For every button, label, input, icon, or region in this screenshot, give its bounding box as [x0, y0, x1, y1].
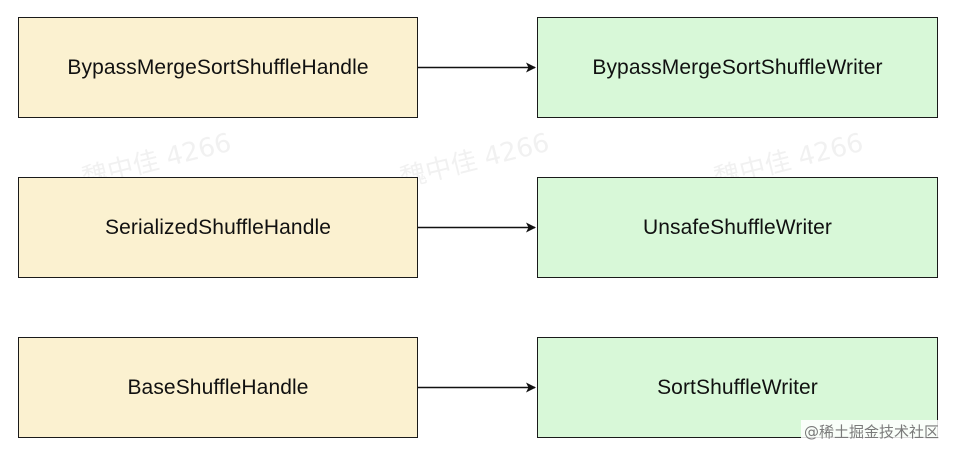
handle-label: BaseShuffleHandle: [127, 375, 309, 399]
writer-box-sort: SortShuffleWriter: [537, 337, 938, 438]
handle-box-bypass-merge-sort: BypassMergeSortShuffleHandle: [18, 17, 418, 118]
handle-box-base: BaseShuffleHandle: [18, 337, 418, 438]
writer-box-bypass-merge-sort: BypassMergeSortShuffleWriter: [537, 17, 938, 118]
writer-label: BypassMergeSortShuffleWriter: [592, 55, 883, 79]
watermark-text: 魏中佳 4266: [397, 127, 553, 194]
handle-label: SerializedShuffleHandle: [104, 215, 332, 239]
writer-box-unsafe: UnsafeShuffleWriter: [537, 177, 938, 278]
handle-label: BypassMergeSortShuffleHandle: [67, 55, 369, 79]
source-credit: @稀土掘金技术社区: [800, 420, 942, 443]
writer-label: SortShuffleWriter: [657, 375, 818, 399]
handle-box-serialized: SerializedShuffleHandle: [18, 177, 418, 278]
writer-label: UnsafeShuffleWriter: [642, 215, 833, 239]
